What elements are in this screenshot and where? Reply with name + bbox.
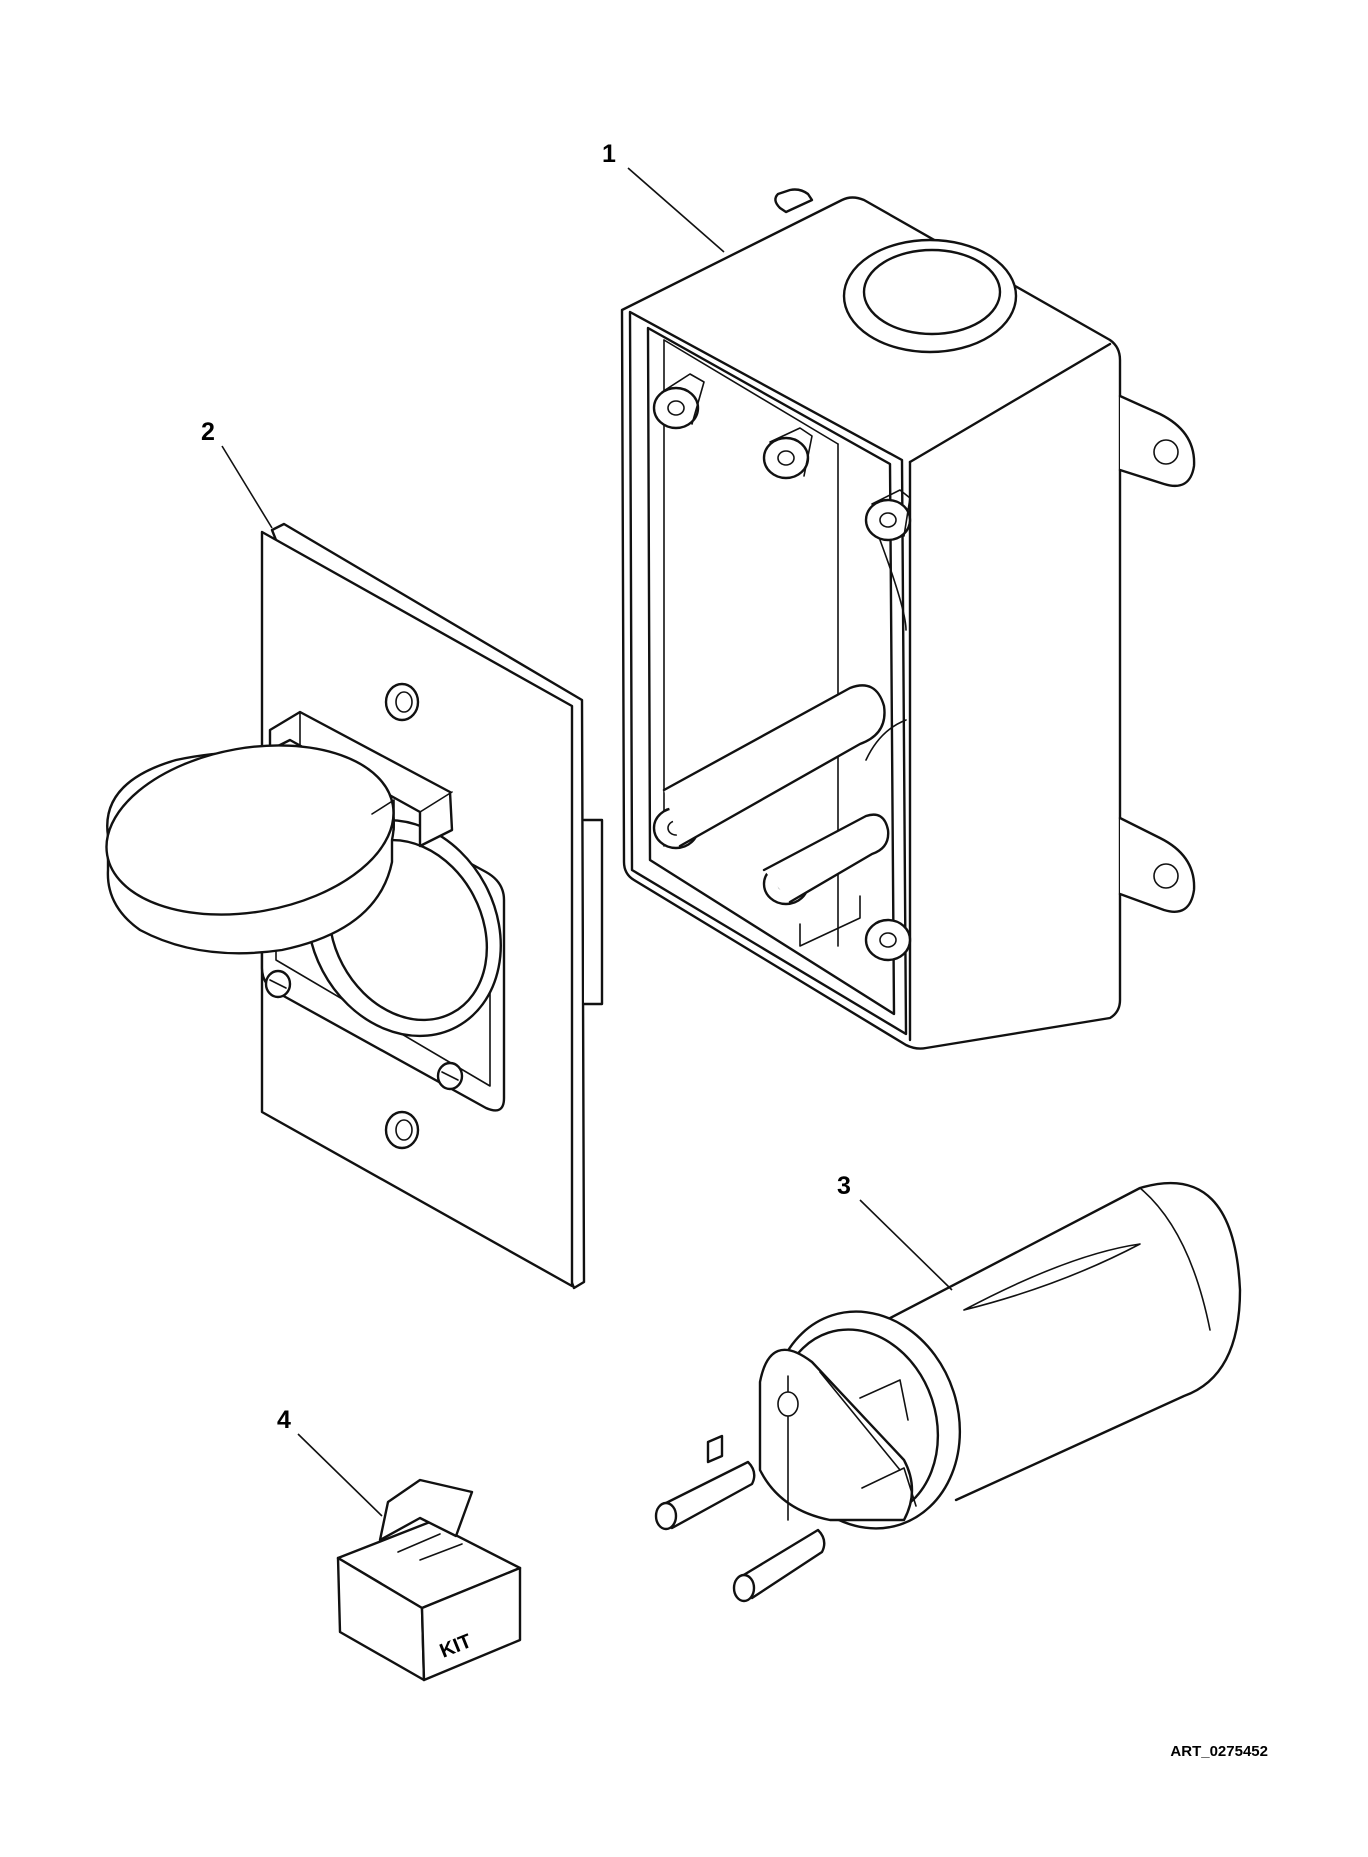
callout-3: 3 — [837, 1172, 953, 1291]
callout-number-2: 2 — [201, 418, 215, 446]
art-id-label: ART_0275452 — [1170, 1743, 1268, 1760]
cover-plate-part — [105, 522, 604, 1290]
callout-number-1: 1 — [602, 140, 616, 168]
electrical-box-part — [620, 188, 1196, 1050]
kit-box-part: KIT — [336, 1478, 522, 1682]
callout-number-4: 4 — [277, 1406, 291, 1434]
callout-4: 4 — [277, 1406, 383, 1517]
plug-part — [654, 1181, 1242, 1603]
callout-1: 1 — [602, 140, 725, 253]
callout-number-3: 3 — [837, 1172, 851, 1200]
callout-2: 2 — [201, 418, 273, 529]
